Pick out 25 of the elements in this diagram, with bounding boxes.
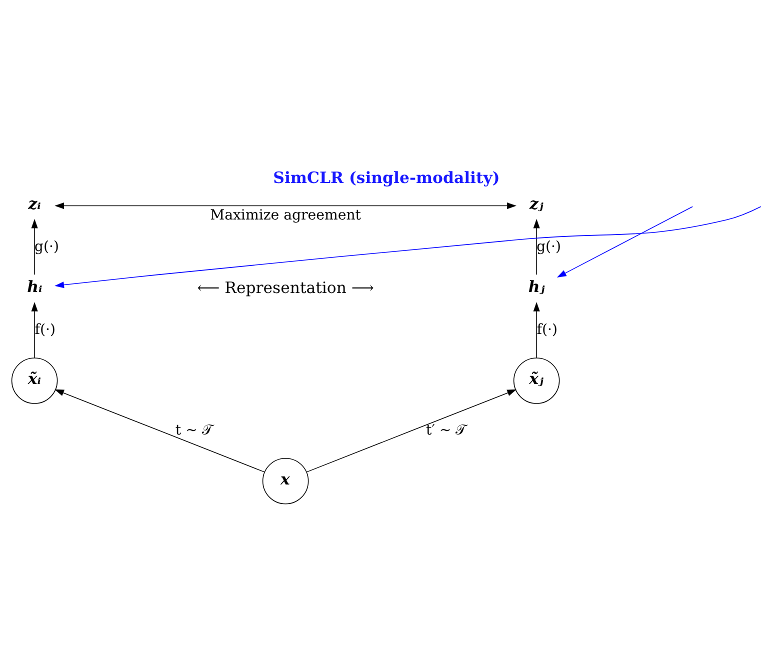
edge-label: t′ ∼ 𝒯: [426, 422, 467, 438]
edge-label: Maximize agreement: [210, 207, 361, 224]
arrow: [533, 218, 540, 276]
arrow: [31, 302, 38, 358]
arrow: [54, 202, 516, 210]
edge-label: f(·): [34, 322, 56, 338]
arrow: [54, 389, 265, 472]
node-text: hⱼ: [528, 277, 545, 296]
arrow: [533, 302, 540, 358]
edge-label: t ∼ 𝒯: [175, 422, 213, 438]
node-circle: x: [262, 458, 309, 504]
diagram-title: SimCLR (single-modality): [273, 168, 500, 188]
edge-label: g(·): [34, 238, 59, 255]
edge-label: g(·): [536, 238, 561, 255]
arrow: [556, 206, 693, 278]
arrow: [54, 206, 762, 288]
arrow: [31, 218, 38, 276]
node-text: hᵢ: [27, 277, 42, 296]
node-circle: x̃ᵢ: [11, 358, 58, 404]
node-circle: x̃ⱼ: [513, 358, 560, 404]
node-text: zᵢ: [28, 194, 41, 213]
edge-label: f(·): [536, 322, 558, 338]
node-text: zⱼ: [530, 194, 544, 213]
label: ⟵ Representation ⟶: [197, 278, 374, 297]
arrow: [306, 389, 517, 472]
